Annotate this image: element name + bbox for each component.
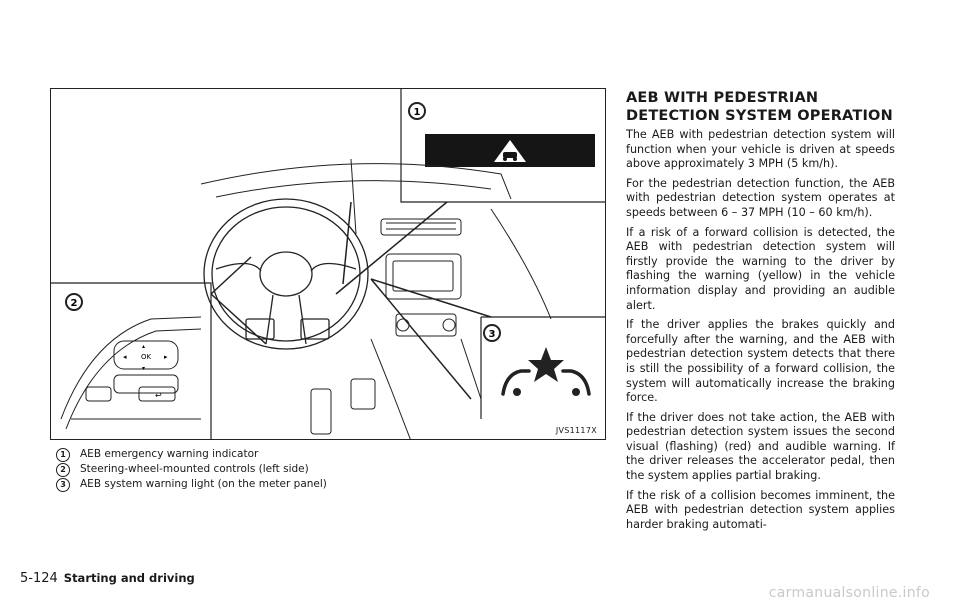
chapter-title: Starting and driving	[63, 571, 195, 585]
paragraph: The AEB with pedestrian detection system…	[626, 128, 895, 171]
watermark: carmanualsonline.info	[768, 585, 930, 601]
legend-item: 2 Steering-wheel-mounted controls (left …	[50, 463, 330, 477]
svg-text:◂: ◂	[123, 353, 127, 361]
svg-text:1: 1	[414, 107, 421, 118]
svg-text:2: 2	[71, 298, 78, 309]
figure-legend: 1 AEB emergency warning indicator 2 Stee…	[50, 448, 330, 493]
inset-system-warning-light: 3	[480, 316, 605, 419]
callout-2	[65, 293, 83, 311]
callout-1: 1	[408, 102, 426, 120]
page-number: 5-124	[20, 571, 58, 586]
legend-text: AEB system warning light (on the meter p…	[80, 478, 327, 490]
svg-text:▴: ▴	[142, 343, 145, 350]
dashboard-illustration: 1	[51, 89, 605, 439]
legend-text: Steering-wheel-mounted controls (left si…	[80, 463, 309, 475]
page-footer: 5-124 Starting and driving	[20, 571, 195, 586]
paragraph: For the pedestrian detection function, t…	[626, 176, 895, 219]
svg-text:3: 3	[489, 329, 496, 340]
legend-number: 3	[56, 478, 70, 492]
legend-item: 3 AEB system warning light (on the meter…	[50, 478, 330, 492]
callout-3	[483, 324, 501, 342]
warning-triangle-icon	[494, 140, 526, 162]
leader-lines	[210, 201, 492, 400]
svg-text:▾: ▾	[142, 365, 145, 372]
ok-button-label: OK	[141, 353, 152, 361]
paragraph: If a risk of a forward collision is dete…	[626, 225, 895, 312]
section-title: AEB WITH PEDESTRIAN DETECTION SYSTEM OPE…	[626, 90, 893, 124]
svg-text:↩: ↩	[155, 391, 162, 400]
legend-text: AEB emergency warning indicator	[80, 448, 259, 460]
legend-number: 1	[56, 448, 70, 462]
paragraph: If the driver applies the brakes quickly…	[626, 318, 895, 405]
inset-emergency-indicator	[400, 89, 605, 203]
legend-item: 1 AEB emergency warning indicator	[50, 448, 330, 462]
section-body: The AEB with pedestrian detection system…	[626, 128, 895, 537]
dashboard-drawing	[200, 158, 552, 439]
figure-code: JVS1117X	[555, 426, 597, 435]
inset-steering-controls: 2 OK ◂ ▸ ▴ ▾ ↩	[51, 282, 212, 439]
aeb-warning-icon	[501, 347, 591, 396]
illustration-frame: 1	[50, 88, 606, 440]
paragraph: If the risk of a collision becomes immin…	[626, 488, 895, 531]
legend-number: 2	[56, 463, 70, 477]
svg-text:▸: ▸	[164, 353, 168, 361]
paragraph: If the driver does not take action, the …	[626, 410, 895, 483]
